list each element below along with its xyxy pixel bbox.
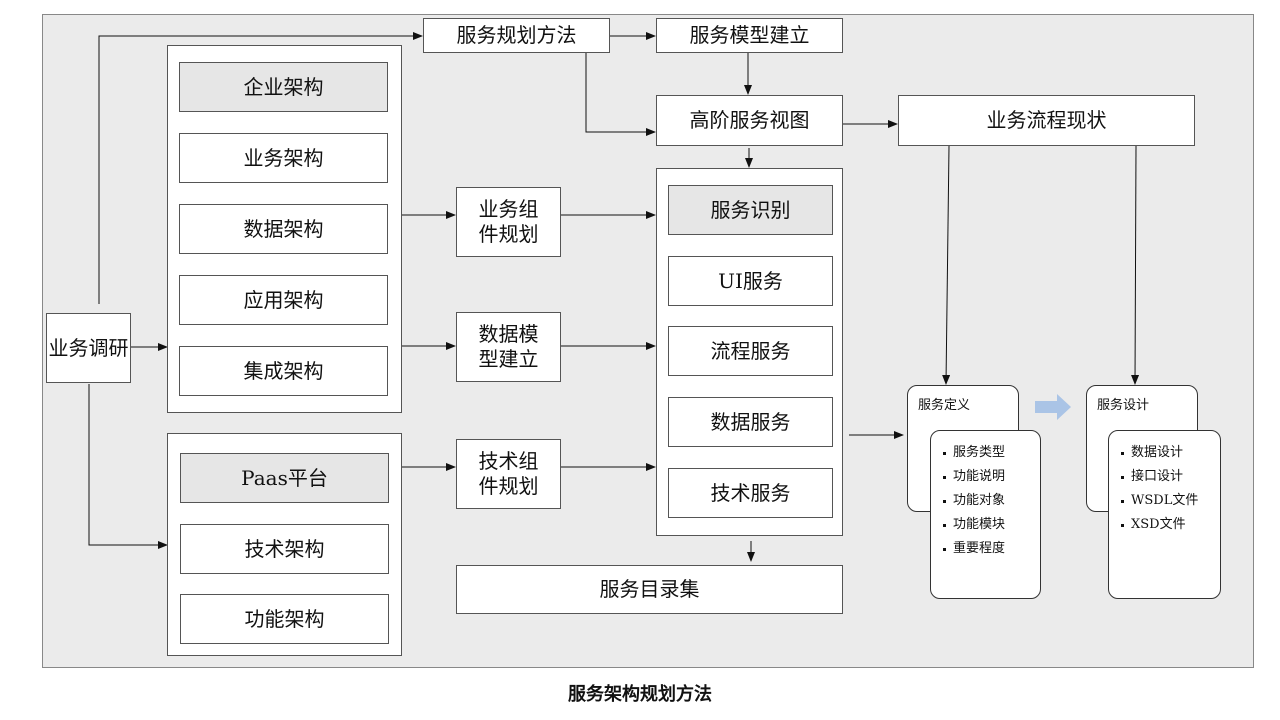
business-component-planning-box: 业务组 件规划	[456, 187, 561, 257]
list-item: 接口设计	[1119, 465, 1207, 489]
planning-method-box: 服务规划方法	[423, 18, 610, 53]
list-item: 功能对象	[941, 489, 1005, 513]
model-build-box: 服务模型建立	[656, 18, 843, 53]
enterprise-item: 业务架构	[179, 133, 388, 183]
list-item: 功能模块	[941, 513, 1005, 537]
process-status-box: 业务流程现状	[898, 95, 1195, 146]
arrow-research-to-planning	[98, 32, 423, 304]
paas-platform-header: Paas平台	[180, 453, 389, 503]
service-catalog-box: 服务目录集	[456, 565, 843, 614]
platform-item: 技术架构	[180, 524, 389, 574]
list-item: 服务类型	[941, 441, 1005, 465]
service-item: 流程服务	[668, 326, 833, 376]
data-model-build-box: 数据模 型建立	[456, 312, 561, 382]
list-item: XSD文件	[1119, 513, 1207, 537]
business-research-box: 业务调研	[46, 313, 131, 383]
tech-component-planning-box: 技术组 件规划	[456, 439, 561, 509]
platform-item: 功能架构	[180, 594, 389, 644]
enterprise-item: 应用架构	[179, 275, 388, 325]
arrow-status-to-definition	[942, 145, 951, 385]
enterprise-item: 集成架构	[179, 346, 388, 396]
service-item: UI服务	[668, 256, 833, 306]
transition-arrow	[1035, 394, 1071, 420]
service-definition-details-card: 服务类型 功能说明 功能对象 功能模块 重要程度	[930, 430, 1041, 599]
service-design-details-card: 数据设计 接口设计 WSDL文件 XSD文件	[1108, 430, 1221, 599]
enterprise-item: 数据架构	[179, 204, 388, 254]
list-item: WSDL文件	[1119, 489, 1207, 513]
arrow-research-to-platform	[88, 384, 168, 549]
list-item: 功能说明	[941, 465, 1005, 489]
service-definition-list: 服务类型 功能说明 功能对象 功能模块 重要程度	[941, 441, 1005, 561]
arrow-planning-to-view	[585, 53, 656, 136]
list-item: 重要程度	[941, 537, 1005, 561]
enterprise-architecture-header: 企业架构	[179, 62, 388, 112]
high-level-view-box: 高阶服务视图	[656, 95, 843, 146]
list-item: 数据设计	[1119, 441, 1207, 465]
service-definition-title: 服务定义	[918, 398, 971, 413]
service-identification-header: 服务识别	[668, 185, 833, 235]
service-item: 技术服务	[668, 468, 833, 518]
figure-caption: 服务架构规划方法	[568, 684, 712, 705]
arrow-status-to-design	[1131, 145, 1140, 385]
service-design-title: 服务设计	[1097, 398, 1150, 413]
service-design-list: 数据设计 接口设计 WSDL文件 XSD文件	[1119, 441, 1207, 537]
service-item: 数据服务	[668, 397, 833, 447]
